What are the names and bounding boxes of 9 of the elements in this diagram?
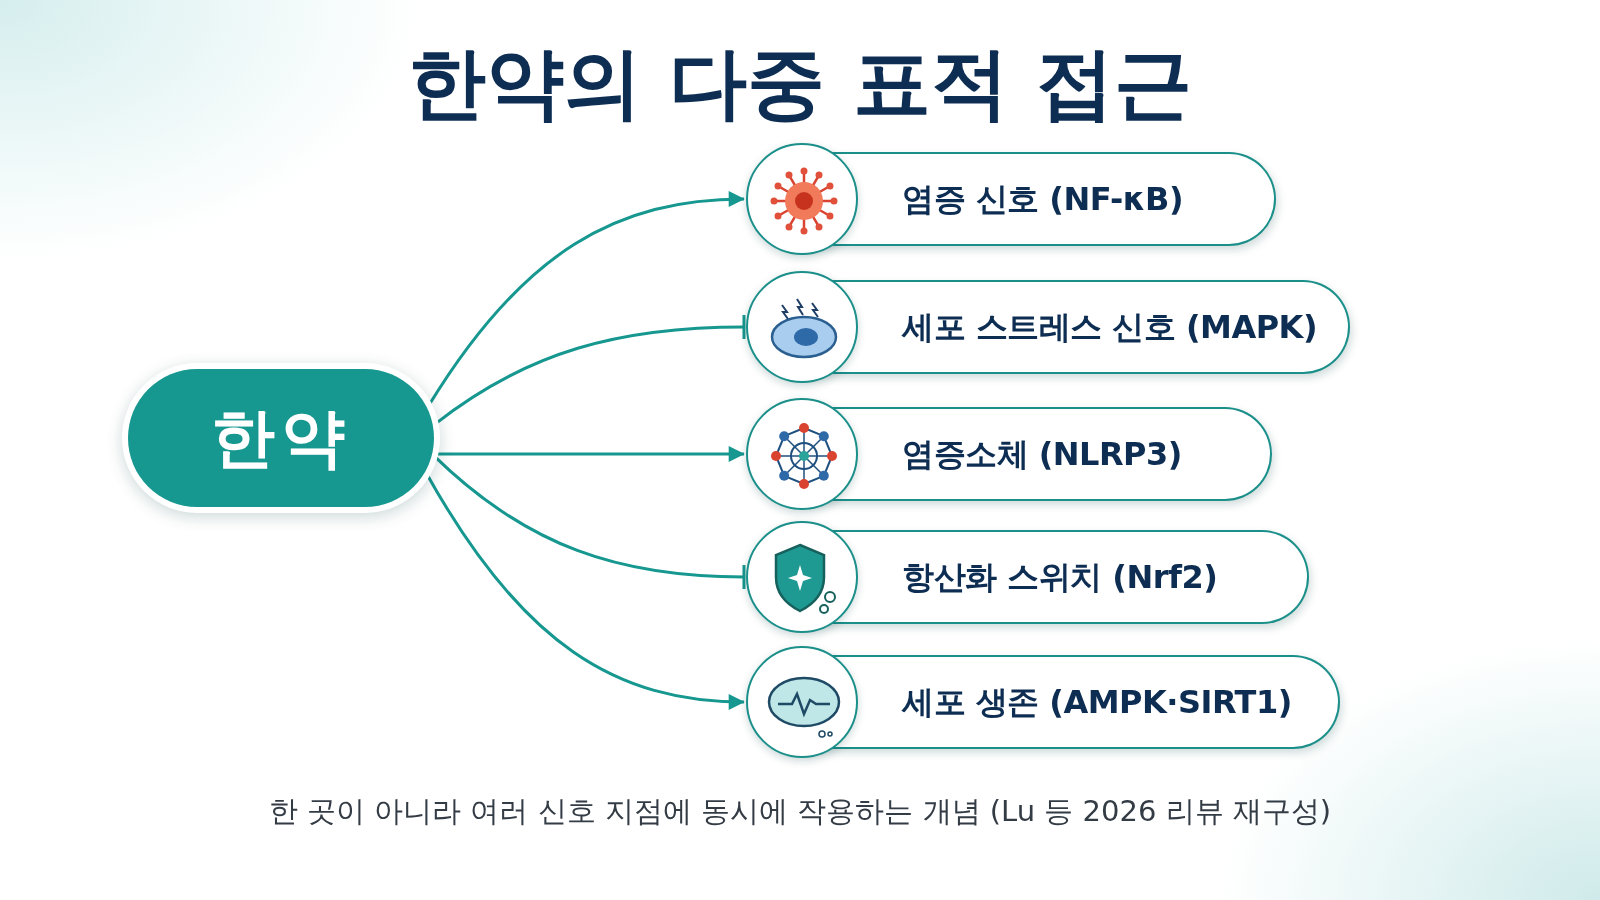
pill-label: 한약 [211,399,351,477]
title: 한약의 다중 표적 접근 [407,37,1193,130]
target-label: 염증 신호 (NF-κB) [902,179,1184,220]
target-label: 세포 스트레스 신호 (MAPK) [902,307,1318,348]
target-label: 항산화 스위치 (Nrf2) [902,557,1218,598]
target-label: 세포 생존 (AMPK·SIRT1) [902,682,1292,723]
arrow [436,446,745,462]
target-label: 염증소체 (NLRP3) [902,434,1182,475]
caption: 한 곳이 아니라 여러 신호 지점에 동시에 작용하는 개념 (Lu 등 2026 리뷰 재구성) [267,793,1333,830]
